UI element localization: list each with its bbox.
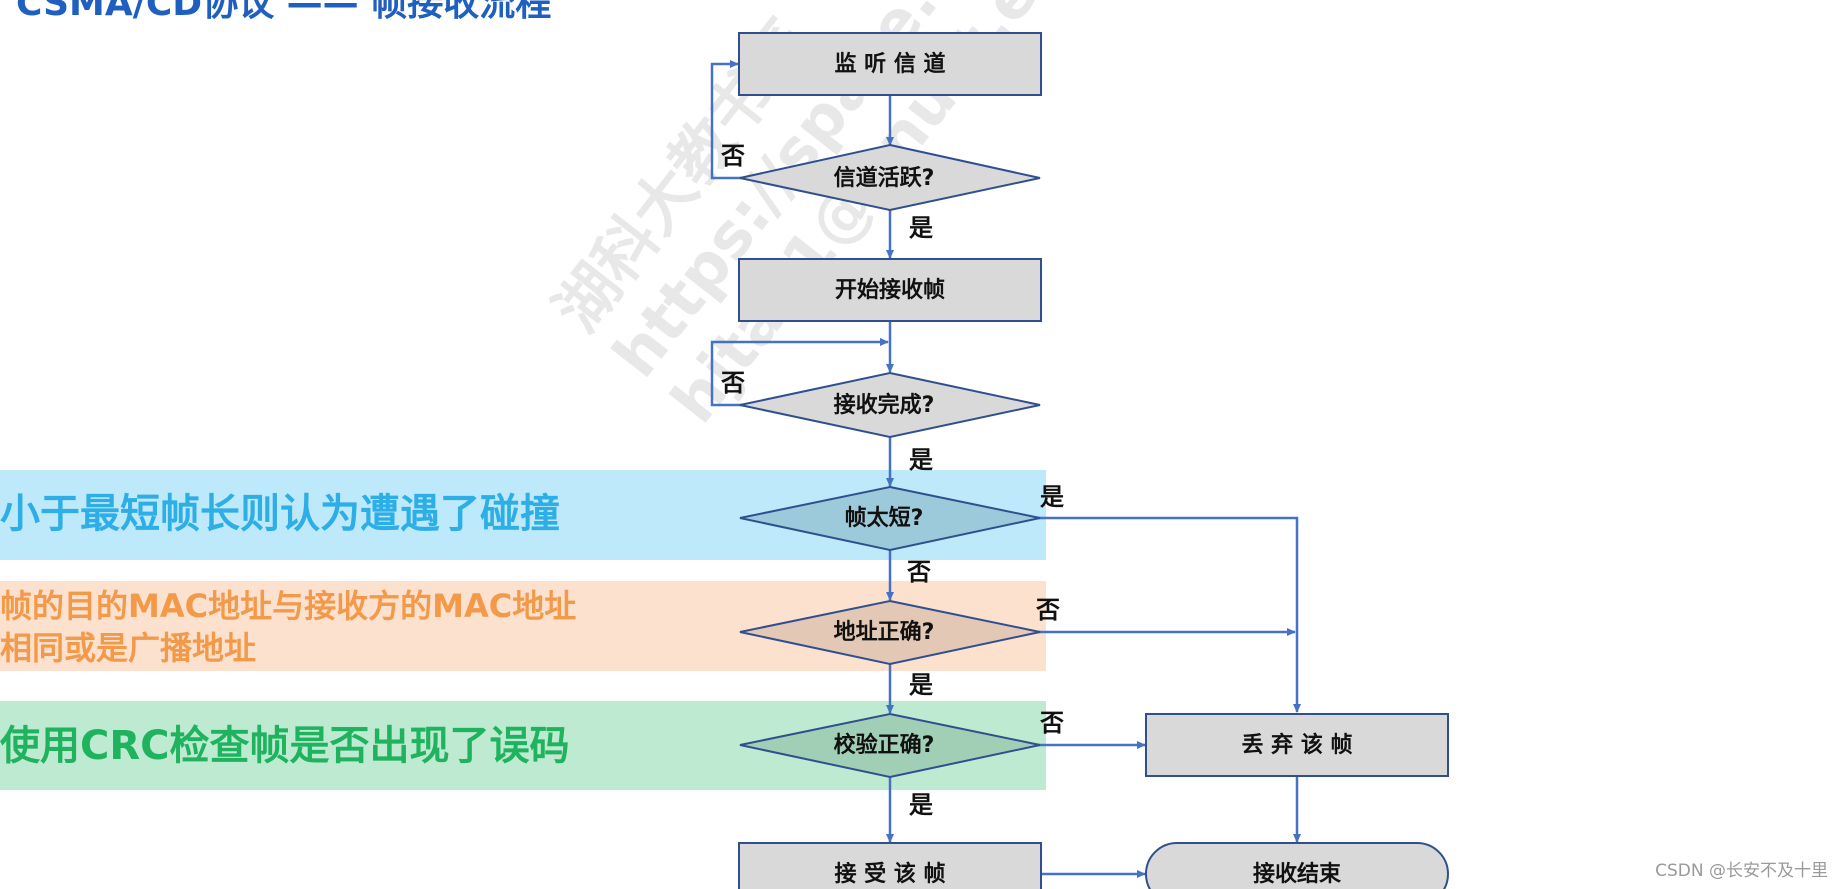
crc-annotation: 使用CRC检查帧是否出现了误码 xyxy=(0,723,570,769)
node-address-ok-label: 地址正确? xyxy=(834,619,935,645)
node-channel-active: 信道活跃? xyxy=(739,143,1041,212)
edge-label-done-yes: 是 xyxy=(909,446,933,474)
edge-active-no-loop xyxy=(710,60,745,180)
node-listen-label: 监 听 信 道 xyxy=(835,51,946,77)
node-accept-frame-label: 接 受 该 帧 xyxy=(835,861,946,887)
flowchart-edges xyxy=(710,60,1301,878)
edge-short-yes-to-discard xyxy=(1037,516,1301,713)
node-receive-done-label: 接收完成? xyxy=(834,392,935,418)
edge-label-checksum-no: 否 xyxy=(1039,709,1064,737)
address-annotation: 帧的目的MAC地址与接收方的MAC地址 相同或是广播地址 xyxy=(0,585,576,669)
node-receive-end: 接收结束 xyxy=(1145,842,1449,889)
node-accept-frame: 接 受 该 帧 xyxy=(738,842,1042,889)
edge-label-checksum-yes: 是 xyxy=(909,791,933,819)
node-discard-frame: 丢 弃 该 帧 xyxy=(1145,713,1449,777)
node-address-ok: 地址正确? xyxy=(739,599,1041,666)
node-discard-frame-label: 丢 弃 该 帧 xyxy=(1242,732,1353,758)
address-annotation-line2: 相同或是广播地址 xyxy=(0,629,257,667)
edge-label-active-no: 否 xyxy=(720,142,745,170)
node-start-receive-label: 开始接收帧 xyxy=(835,277,945,303)
edge-label-address-yes: 是 xyxy=(909,671,933,699)
node-checksum-ok-label: 校验正确? xyxy=(834,732,935,758)
edge-label-short-yes: 是 xyxy=(1040,483,1064,511)
node-listen: 监 听 信 道 xyxy=(738,32,1042,96)
node-channel-active-label: 信道活跃? xyxy=(834,165,935,191)
node-checksum-ok: 校验正确? xyxy=(739,712,1041,779)
edge-label-done-no: 否 xyxy=(720,369,745,397)
node-receive-end-label: 接收结束 xyxy=(1253,861,1342,887)
edge-label-address-no: 否 xyxy=(1035,596,1060,624)
edge-label-short-no: 否 xyxy=(906,558,931,586)
credit-watermark: CSDN @长安不及十里 xyxy=(1655,861,1828,881)
node-receive-done: 接收完成? xyxy=(739,371,1041,439)
short-frame-annotation: 小于最短帧长则认为遭遇了碰撞 xyxy=(0,491,560,537)
node-start-receive: 开始接收帧 xyxy=(738,258,1042,322)
edge-label-active-yes: 是 xyxy=(909,214,933,242)
edge-done-no-loop xyxy=(710,338,889,407)
page-title: CSMA/CD协议 —— 帧接收流程 xyxy=(16,0,552,24)
node-frame-too-short-label: 帧太短? xyxy=(845,506,924,531)
node-frame-too-short: 帧太短? xyxy=(739,485,1041,552)
address-annotation-line1: 帧的目的MAC地址与接收方的MAC地址 xyxy=(0,587,577,625)
